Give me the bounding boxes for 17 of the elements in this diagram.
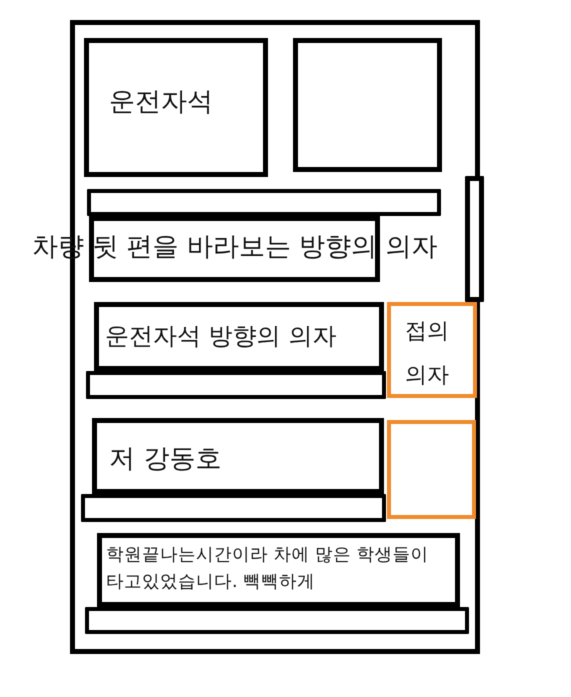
door-bar: [465, 176, 484, 302]
seat-label: 운전자석 방향의 의자: [105, 323, 336, 351]
seat-backrest: [86, 371, 386, 399]
seat-label: 저 강동호: [109, 445, 222, 475]
folding-seat: [387, 420, 476, 519]
rear-bench-seat: [97, 533, 460, 607]
seat-label: 학원끝나는시간이라 차에 많은 학생들이 타고있었습니다. 빽빽하게: [106, 544, 430, 594]
seat-backrest: [87, 189, 441, 216]
seat-backrest: [81, 494, 386, 522]
front-seat: [293, 38, 442, 172]
seat-label: 접의 의자: [405, 318, 450, 390]
seat: [92, 418, 384, 494]
driver-seat: [84, 38, 268, 177]
seat-label: 운전자석: [109, 88, 213, 118]
folding-seat: [387, 302, 477, 398]
seat-backrest: [85, 607, 469, 634]
forward-facing-seat: [94, 302, 384, 371]
